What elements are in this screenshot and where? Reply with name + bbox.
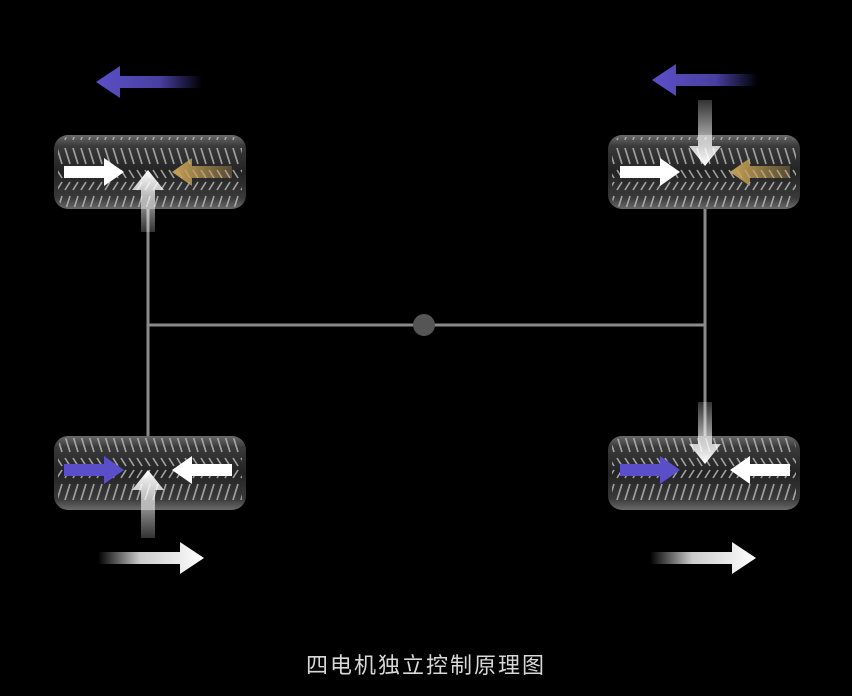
fl-white-right-arrow	[64, 158, 124, 186]
fr-gold-left-arrow	[730, 158, 790, 186]
fr-white-right-arrow	[620, 158, 680, 186]
rr-white-left-arrow	[730, 456, 790, 484]
fl-gold-left-arrow	[172, 158, 232, 186]
rr-purple-right-arrow	[620, 456, 680, 484]
center-pivot-dot	[413, 314, 435, 336]
rear-right-motion-arrow	[650, 542, 756, 574]
rl-white-left-arrow	[172, 456, 232, 484]
rl-white-up-arrow	[132, 470, 164, 538]
front-right-motion-arrow	[652, 64, 758, 96]
wheel-front-right	[608, 135, 800, 209]
front-left-motion-arrow	[96, 66, 202, 98]
fr-white-down-arrow	[689, 100, 721, 166]
rear-left-motion-arrow	[98, 542, 204, 574]
fl-white-up-arrow	[132, 170, 164, 232]
rr-white-down-arrow	[689, 402, 721, 464]
wheel-rear-right	[608, 436, 800, 510]
wheel-front-left	[54, 135, 246, 209]
diagram-caption: 四电机独立控制原理图	[305, 654, 546, 679]
rl-purple-right-arrow	[64, 456, 124, 484]
